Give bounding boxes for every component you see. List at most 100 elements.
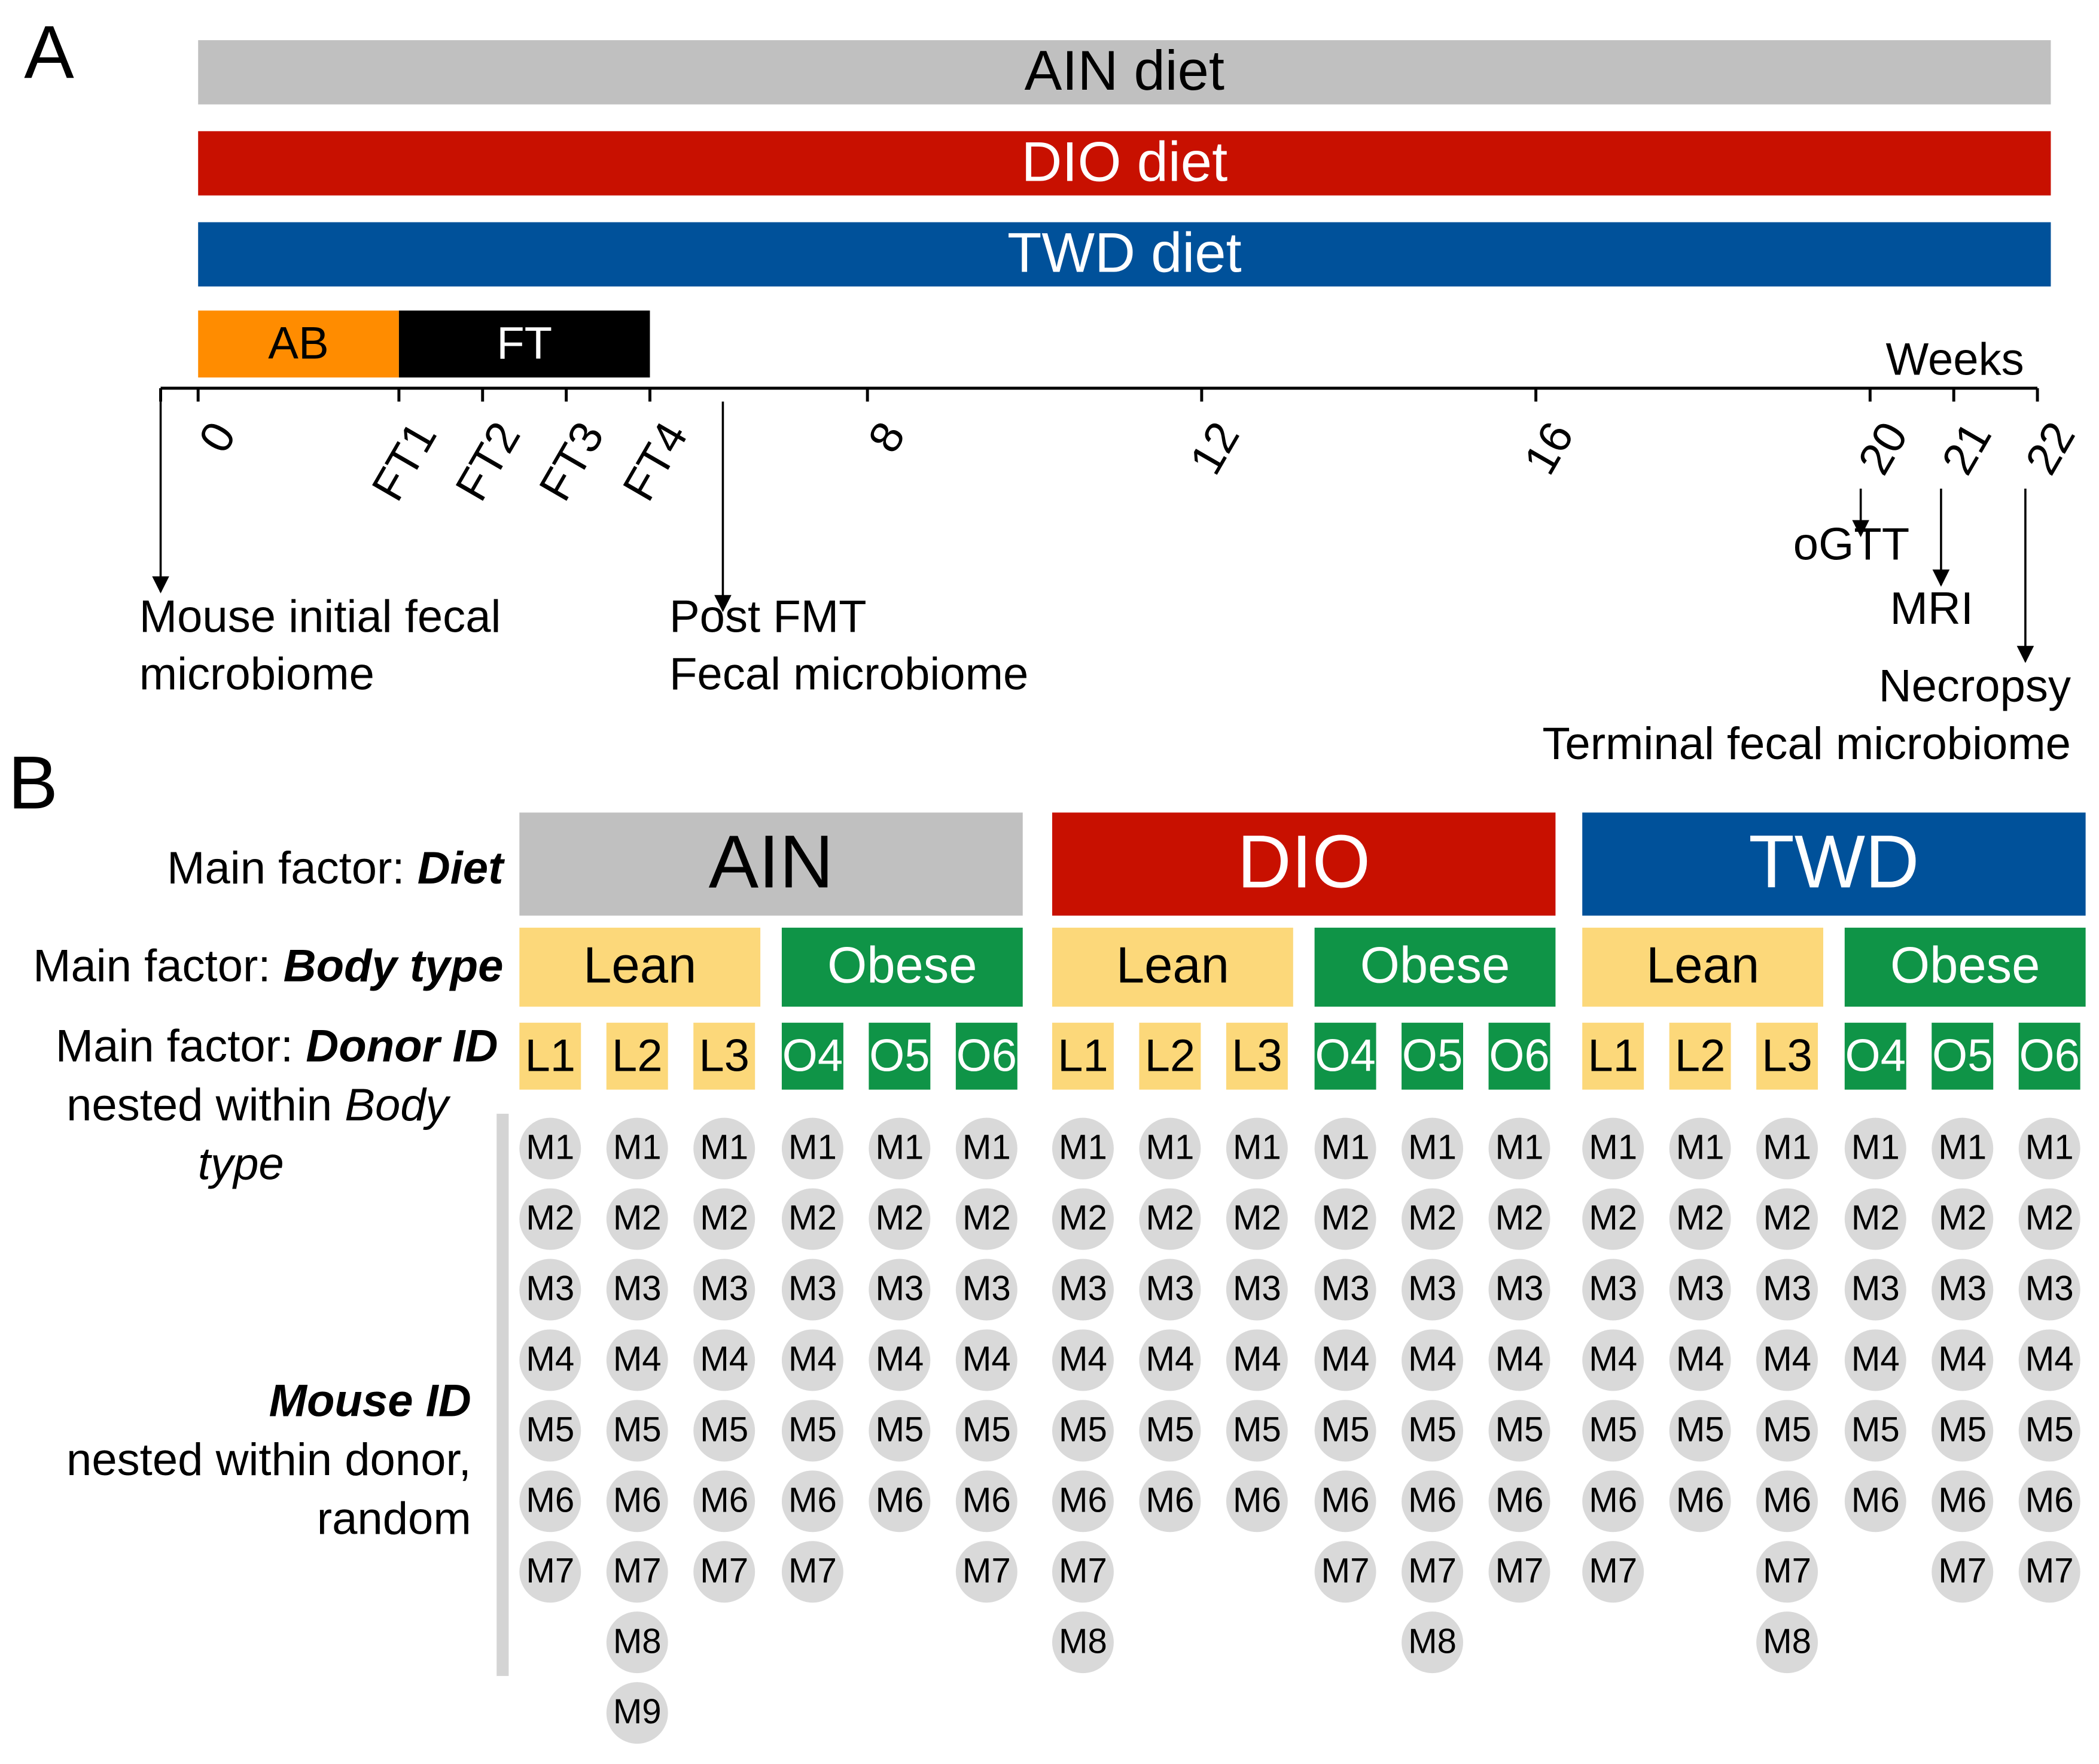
mouse-circle bbox=[606, 1682, 668, 1744]
axis-tick-label: FT3 bbox=[529, 413, 614, 509]
mouse-label: M4 bbox=[788, 1340, 837, 1379]
mouse-node: M6 bbox=[1314, 1470, 1376, 1533]
mouse-label: M2 bbox=[526, 1199, 574, 1238]
mouse-node: M1 bbox=[1139, 1117, 1201, 1180]
mouse-node: M1 bbox=[1052, 1117, 1114, 1180]
mouse-node: M3 bbox=[519, 1259, 581, 1321]
body-type-fill bbox=[1844, 927, 2086, 1007]
mouse-circle bbox=[1402, 1541, 1464, 1603]
mouse-node: M6 bbox=[869, 1470, 931, 1533]
mouse-node: M8 bbox=[1756, 1611, 1818, 1674]
mouse-label: M4 bbox=[1059, 1340, 1107, 1379]
mouse-label: M8 bbox=[613, 1622, 662, 1661]
mouse-circle bbox=[1932, 1188, 1994, 1250]
factor-donor-nested-label-cont: type bbox=[198, 1139, 284, 1190]
mouse-label: M6 bbox=[2025, 1480, 2074, 1519]
mouse-circle bbox=[606, 1611, 668, 1674]
donor-box bbox=[955, 1022, 1017, 1090]
mouse-node: M4 bbox=[1932, 1329, 1994, 1391]
mouse-node: M1 bbox=[606, 1117, 668, 1180]
mouse-node: M4 bbox=[1582, 1329, 1644, 1391]
mouse-node: M4 bbox=[2018, 1329, 2080, 1391]
mouse-label: M1 bbox=[1233, 1128, 1281, 1167]
mouse-node: M3 bbox=[606, 1259, 668, 1321]
body-type-label: Lean bbox=[1116, 937, 1229, 994]
mouse-label: M4 bbox=[962, 1340, 1011, 1379]
donor-box bbox=[2018, 1022, 2080, 1090]
mouse-node: M5 bbox=[1402, 1400, 1464, 1462]
mouse-node: M3 bbox=[869, 1259, 931, 1321]
mouse-circle bbox=[1669, 1259, 1731, 1321]
mouse-circle bbox=[2018, 1400, 2080, 1462]
axis-unit-label: Weeks bbox=[1886, 334, 2024, 385]
mouse-node: M1 bbox=[781, 1117, 843, 1180]
mouse-label: M1 bbox=[1146, 1128, 1195, 1167]
mouse-node: M5 bbox=[1488, 1400, 1550, 1462]
diet-bar-fill bbox=[198, 40, 2051, 105]
mouse-node: M7 bbox=[1756, 1541, 1818, 1603]
mouse-circle bbox=[1844, 1117, 1906, 1180]
mouse-label: M2 bbox=[962, 1199, 1011, 1238]
body-type-obese: ObeseO4M1M2M3M4M5M6M7O5M1M2M3M4M5M6M7M8O… bbox=[1314, 927, 1556, 1674]
mouse-circle bbox=[1844, 1188, 1906, 1250]
mouse-circle bbox=[1139, 1259, 1201, 1321]
mouse-circle bbox=[1488, 1117, 1550, 1180]
mouse-circle bbox=[1226, 1259, 1288, 1321]
mouse-label: M6 bbox=[1763, 1480, 1811, 1519]
mouse-circle bbox=[1488, 1541, 1550, 1603]
donor-box bbox=[1844, 1022, 1906, 1090]
mouse-circle bbox=[606, 1188, 668, 1250]
mouse-circle bbox=[1314, 1541, 1376, 1603]
mouse-node: M7 bbox=[693, 1541, 755, 1603]
factor-mouse-nested-label: nested within donor, bbox=[66, 1434, 471, 1485]
mouse-node: M7 bbox=[1582, 1541, 1644, 1603]
phase-bar-label: AB bbox=[268, 318, 329, 369]
axis-tick-label: FT2 bbox=[446, 413, 530, 509]
mouse-label: M1 bbox=[1321, 1128, 1370, 1167]
mouse-node: M5 bbox=[2018, 1400, 2080, 1462]
mouse-circle bbox=[955, 1117, 1017, 1180]
mouse-circle bbox=[955, 1259, 1017, 1321]
donor-label: O6 bbox=[956, 1030, 1017, 1081]
mouse-label: M6 bbox=[526, 1480, 574, 1519]
mouse-node: M6 bbox=[1402, 1470, 1464, 1533]
mouse-label: M2 bbox=[613, 1199, 662, 1238]
diet-bar-label: TWD diet bbox=[1007, 221, 1242, 284]
mouse-node: M1 bbox=[1844, 1117, 1906, 1180]
donor-box bbox=[1226, 1022, 1288, 1090]
mouse-label: M6 bbox=[875, 1480, 924, 1519]
mouse-node: M4 bbox=[693, 1329, 755, 1391]
mouse-circle bbox=[1582, 1259, 1644, 1321]
mouse-circle bbox=[693, 1117, 755, 1180]
mouse-node: M5 bbox=[693, 1400, 755, 1462]
mouse-node: M6 bbox=[606, 1470, 668, 1533]
mouse-label: M7 bbox=[962, 1551, 1011, 1590]
mouse-circle bbox=[1488, 1470, 1550, 1533]
event-label: Necropsy bbox=[1879, 661, 2071, 712]
donor-box bbox=[519, 1022, 581, 1090]
mouse-node: M5 bbox=[1932, 1400, 1994, 1462]
donor-label: O4 bbox=[782, 1030, 843, 1081]
mouse-circle bbox=[693, 1329, 755, 1391]
donor-box bbox=[606, 1022, 668, 1090]
donor-box bbox=[869, 1022, 931, 1090]
mouse-label: M4 bbox=[1589, 1340, 1637, 1379]
mouse-label: M3 bbox=[1059, 1269, 1107, 1308]
mouse-circle bbox=[1756, 1259, 1818, 1321]
mouse-label: M4 bbox=[700, 1340, 748, 1379]
mouse-label: M2 bbox=[1763, 1199, 1811, 1238]
mouse-node: M4 bbox=[1226, 1329, 1288, 1391]
mouse-circle bbox=[1932, 1400, 1994, 1462]
mouse-label: M5 bbox=[1763, 1410, 1811, 1449]
panel-b-label: B bbox=[8, 741, 58, 825]
mouse-node: M2 bbox=[1226, 1188, 1288, 1250]
mouse-label: M7 bbox=[526, 1551, 574, 1590]
donor-label: O5 bbox=[1402, 1030, 1463, 1081]
mouse-label: M2 bbox=[1233, 1199, 1281, 1238]
mouse-circle bbox=[1582, 1329, 1644, 1391]
mouse-label: M4 bbox=[1763, 1340, 1811, 1379]
mouse-circle bbox=[955, 1329, 1017, 1391]
mouse-node: M3 bbox=[1488, 1259, 1550, 1321]
mouse-circle bbox=[606, 1329, 668, 1391]
